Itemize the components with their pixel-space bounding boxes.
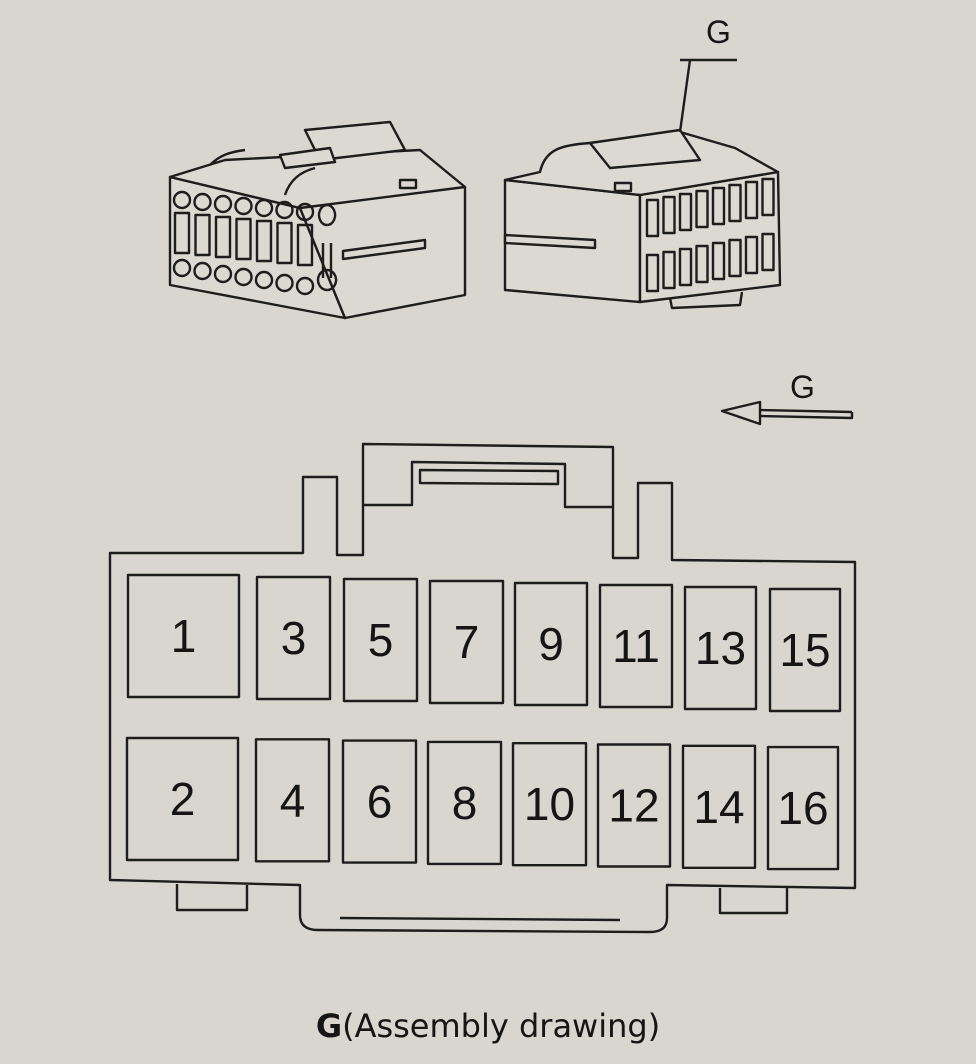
cavity-7: 7 [428,579,505,705]
caption-bold: G [316,1007,342,1045]
connector-left-isometric [168,120,467,320]
cavity-16: 16 [766,745,840,871]
cavity-number: 9 [538,618,564,670]
pin-hole [254,270,274,290]
pin-slot [235,217,252,261]
cavity-number: 3 [281,612,307,664]
terminal-slot [711,241,726,281]
cavity-8: 8 [426,740,503,866]
cavity-4: 4 [254,738,331,863]
terminal-slot [678,247,693,287]
terminal-slot [678,192,693,232]
cavity-outline [511,742,588,867]
pin-hole [234,267,253,287]
cavity-number: 1 [171,610,197,662]
pin-hole [213,264,233,284]
cavity-number: 2 [170,773,196,825]
cavity-2: 2 [125,736,240,862]
cavity-9: 9 [513,581,589,707]
pin-hole [213,194,233,214]
pin-hole [295,276,315,296]
cavity-outline [428,579,505,705]
callout-label-g: G [706,14,731,50]
pin-hole [275,200,294,220]
cavity-outline [342,577,419,703]
pin-hole [172,190,192,210]
cavity-number: 11 [612,620,660,672]
caption-text: (Assembly drawing) [342,1007,660,1045]
cavity-number: 5 [368,614,394,666]
pin-slot [255,219,273,263]
view-direction-arrow [720,400,854,426]
terminal-slot [695,244,709,284]
terminal-slot [645,253,660,293]
terminal-slot [761,177,775,217]
pin-hole [254,198,274,218]
cavity-6: 6 [341,739,418,864]
cavity-outline [598,583,674,709]
view-arrow-label-g: G [790,369,815,405]
cavity-outline [254,738,331,863]
pin-slot [173,211,191,255]
cavity-outline [766,745,840,871]
cavity-outline [255,575,332,701]
cavity-outline [596,743,672,868]
cavity-number: 14 [693,781,744,833]
cavity-outline [126,573,241,699]
cavity-outline [426,740,503,866]
pin-slot [276,221,293,265]
cavity-outline [341,739,418,864]
cavity-10: 10 [511,742,588,867]
cavity-number: 12 [608,780,659,832]
cavity-outline [768,587,842,713]
terminal-slot [761,232,775,272]
terminal-slot [744,235,759,275]
pin-hole [234,196,253,216]
terminal-slot [662,250,676,290]
caption: G(Assembly drawing) [316,1007,660,1045]
cavity-number: 4 [280,774,306,826]
connector-right-isometric [503,58,782,310]
terminal-slot [645,198,660,238]
cavity-13: 13 [683,585,758,711]
terminal-slot [728,183,742,223]
terminal-slot [711,186,726,226]
cavity-number: 10 [524,778,575,830]
pin-slot [194,213,211,257]
terminal-slot [695,189,709,229]
cavity-15: 15 [768,587,842,713]
cavity-11: 11 [598,583,674,709]
pin-hole [172,258,192,278]
cavity-12: 12 [596,743,672,868]
cavity-outline [683,585,758,711]
cavity-5: 5 [342,577,419,703]
cavity-outline [681,744,757,869]
cavity-outline [513,581,589,707]
cavity-number: 6 [367,776,393,828]
terminal-slot [744,180,759,220]
pin-hole [295,202,315,222]
pin-hole [193,192,212,212]
pin-slot [214,215,232,259]
pin-hole [193,261,212,281]
cavity-1: 1 [126,573,241,699]
cavity-number: 7 [454,616,480,668]
cavity-number: 16 [777,782,828,834]
terminal-slot [662,195,676,235]
cavity-3: 3 [255,575,332,701]
terminal-slot [728,238,742,278]
cavity-number: 8 [452,777,478,829]
cavity-14: 14 [681,744,757,869]
key-slot [316,203,338,292]
pin-slot [296,223,314,267]
cavity-outline [125,736,240,862]
cavity-number: 13 [695,622,746,674]
pin-hole [275,273,294,293]
cavity-number: 15 [779,624,830,676]
